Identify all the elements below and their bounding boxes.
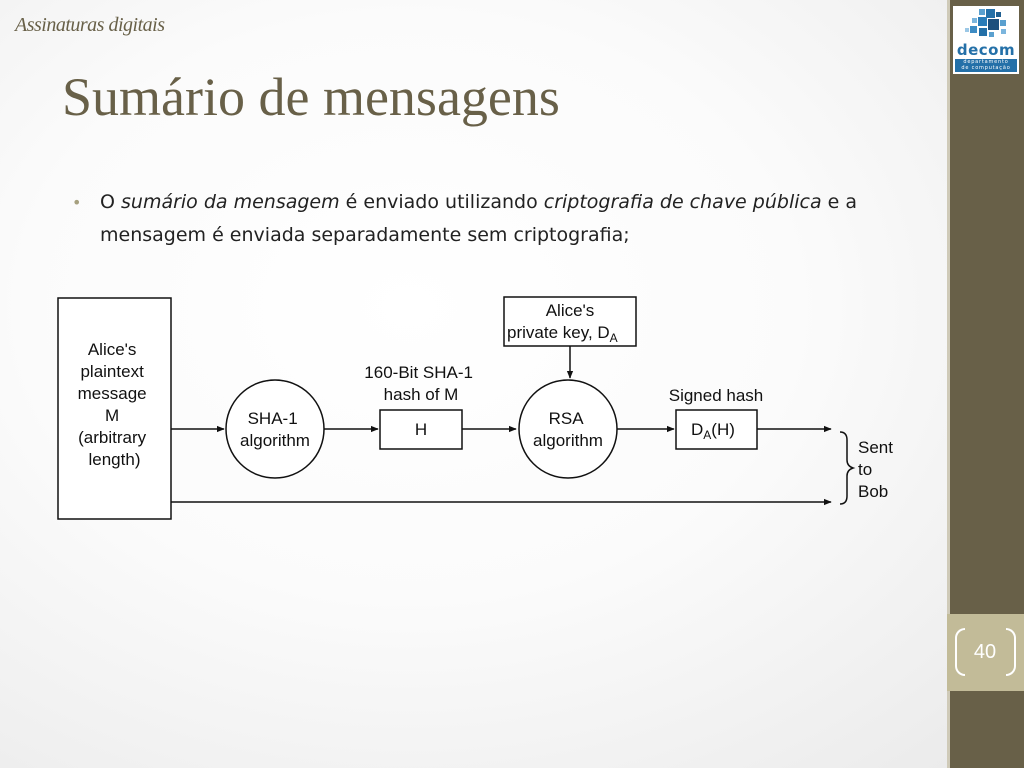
hash-box-label: H [415, 420, 427, 439]
section-label: Assinaturas digitais [15, 14, 165, 36]
left-brace-icon [955, 628, 965, 676]
bullet-part-italic: sumário da mensagem [121, 191, 340, 213]
private-key-label: Alice's [546, 301, 595, 320]
decom-logo: decom departamento de computação [953, 6, 1019, 74]
logo-subtitle-line1: departamento [963, 59, 1009, 65]
bullet-part-italic: criptografia de chave pública [543, 191, 822, 213]
sha-node-label: SHA-1 algorithm [240, 409, 310, 450]
sent-to-bob-label: Sent to Bob [858, 438, 898, 501]
bullet-list: • O sumário da mensagem é enviado utiliza… [72, 186, 862, 252]
bullet-part: é enviado utilizando [339, 191, 544, 213]
logo-subtitle: departamento de computação [955, 59, 1017, 72]
logo-name: decom [956, 41, 1016, 59]
page-number-box: 40 [947, 614, 1024, 691]
hash-box [379, 409, 463, 450]
rsa-node-label: RSA algorithm [533, 409, 603, 450]
rsa-node [518, 379, 618, 479]
sidebar: 40 [947, 0, 1024, 768]
private-key-label-line2: private key, DA [507, 323, 618, 345]
sidebar-stripe [947, 0, 950, 768]
sha-node [225, 379, 325, 479]
logo-subtitle-line2: de computação [961, 65, 1011, 71]
bullet-part: e a mensagem é enviada separadamente sem… [100, 191, 858, 246]
bracket-icon [839, 431, 856, 505]
signed-hash-label: Signed hash [669, 386, 764, 405]
signed-hash-box [675, 409, 758, 450]
page-number: 40 [973, 640, 997, 663]
private-key-box [503, 296, 637, 347]
bullet-icon: • [72, 193, 82, 212]
bullet-item: • O sumário da mensagem é enviado utiliza… [72, 186, 862, 252]
hash-label: 160-Bit SHA-1 hash of M [364, 363, 477, 404]
bullet-part: O [100, 191, 121, 213]
signed-hash-box-label: DA(H) [691, 420, 735, 442]
logo-squares-icon [965, 9, 1006, 37]
message-box [57, 297, 172, 520]
page-title: Sumário de mensagens [62, 67, 560, 127]
message-box-label: Alice's plaintext message M (arbitrary l… [78, 340, 152, 469]
